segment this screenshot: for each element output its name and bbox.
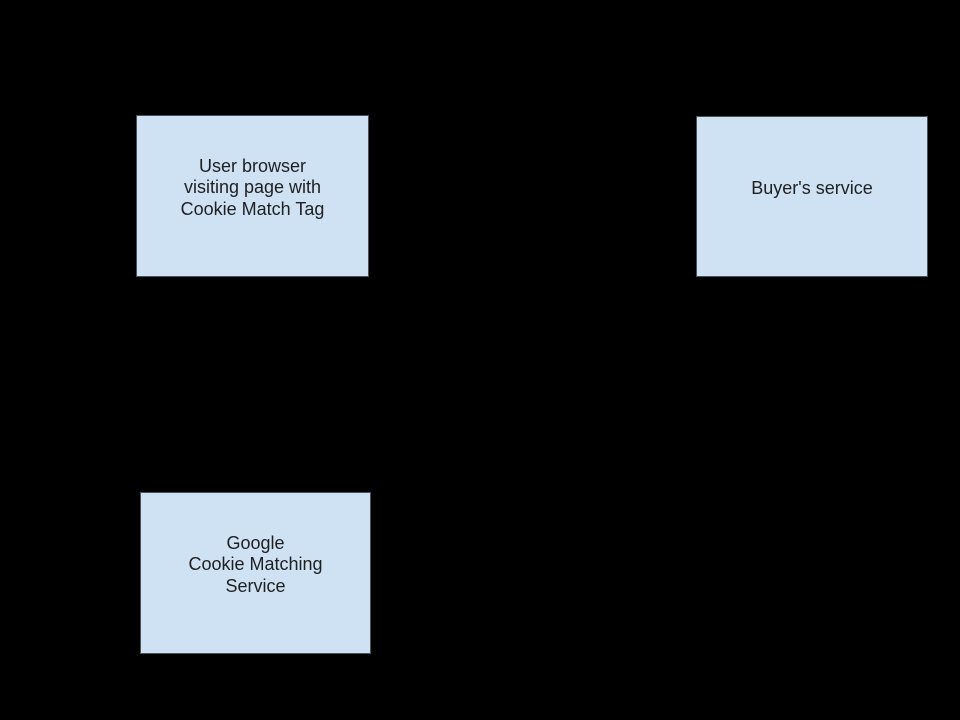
node-user-browser: User browser visiting page with Cookie M… bbox=[136, 115, 369, 277]
node-google-cookie-matching-service: Google Cookie Matching Service bbox=[140, 492, 371, 654]
node-google-cookie-matching-service-label: Google Cookie Matching Service bbox=[188, 532, 323, 596]
node-buyers-service-label: Buyer's service bbox=[751, 177, 873, 198]
node-buyers-service: Buyer's service bbox=[696, 116, 928, 277]
node-user-browser-label: User browser visiting page with Cookie M… bbox=[180, 155, 325, 219]
